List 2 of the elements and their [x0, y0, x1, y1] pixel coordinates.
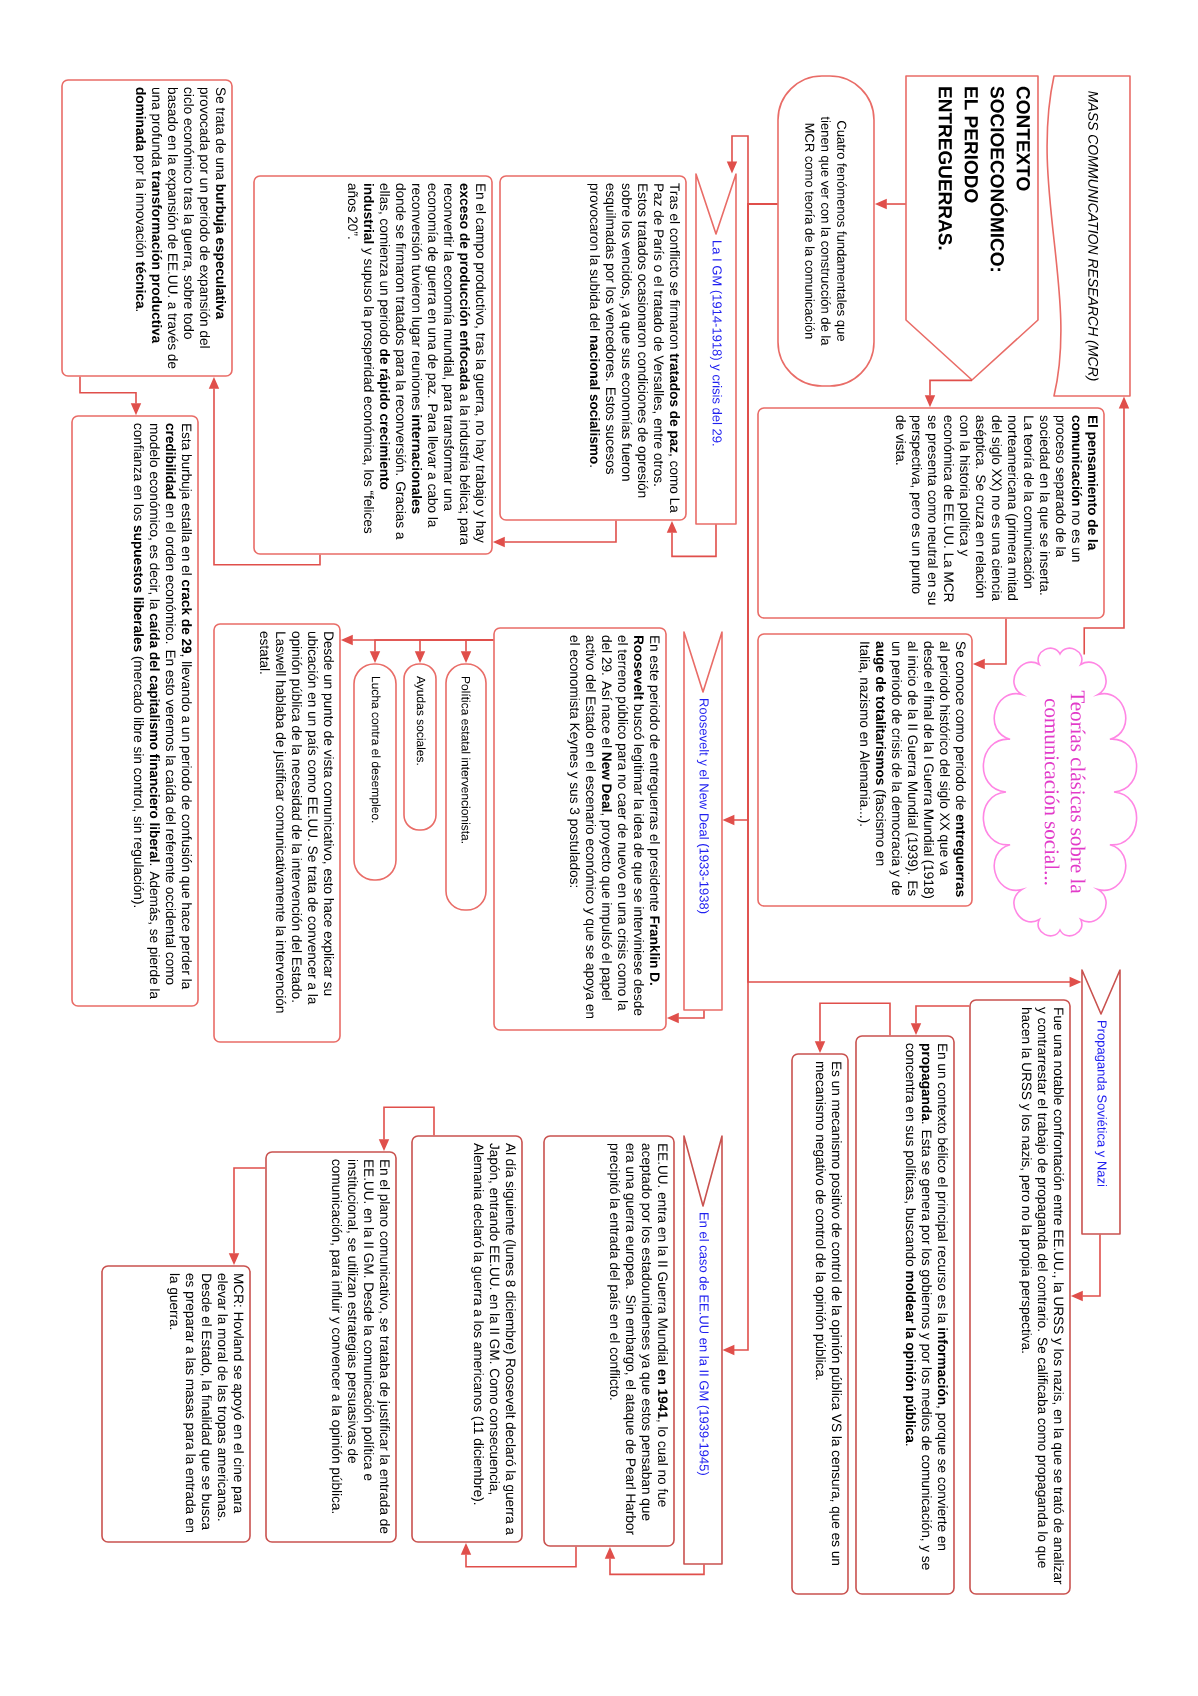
pointed-box: CONTEXTO SOCIOECONÓMICO: EL PERIODO ENTREGUERRAS.	[905, 75, 1039, 381]
cloud: Teorías clásicas sobre la comunicación social...	[982, 647, 1138, 937]
